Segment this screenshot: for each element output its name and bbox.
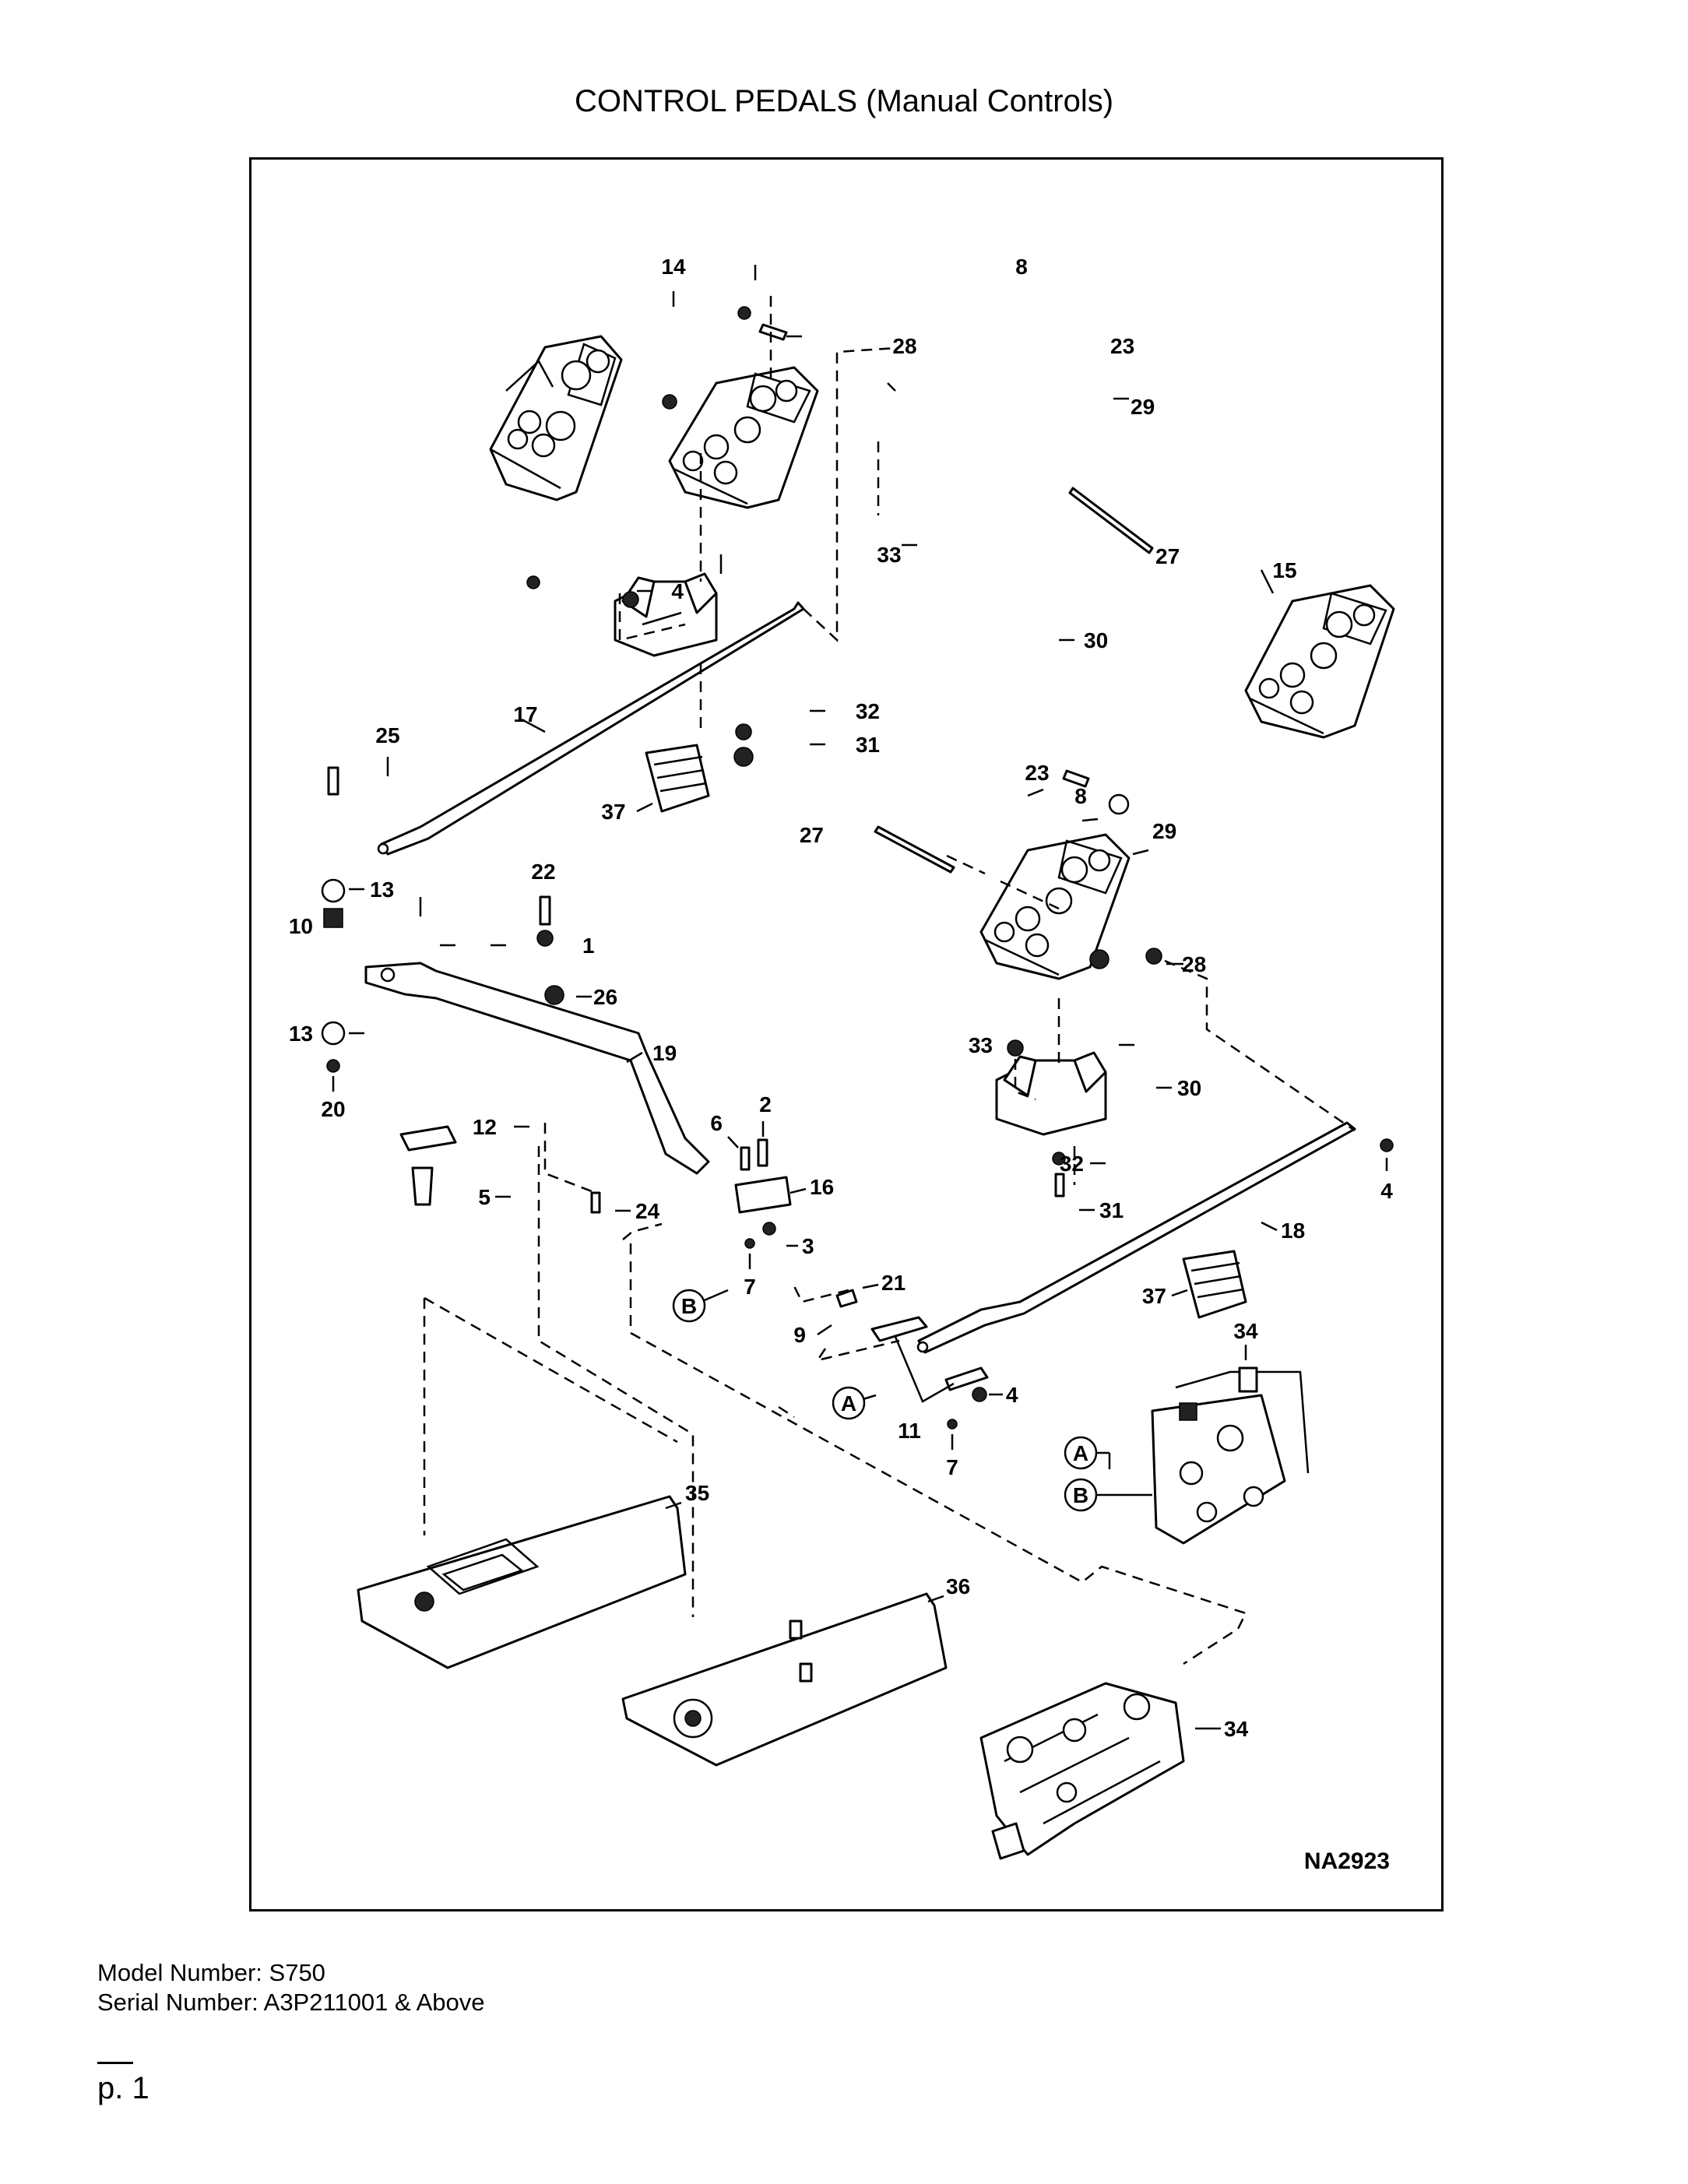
callout: 30 bbox=[1084, 628, 1108, 652]
bracket-30-lower bbox=[995, 1051, 1107, 1136]
connector-b: B bbox=[1073, 1483, 1088, 1507]
callout: 11 bbox=[898, 1419, 921, 1443]
callout: 22 bbox=[531, 860, 555, 884]
linkage-18 bbox=[916, 1121, 1356, 1354]
pedal-15 bbox=[1244, 584, 1395, 739]
callout: 29 bbox=[1152, 819, 1176, 843]
callout: 6 bbox=[710, 1111, 723, 1135]
callout: 23 bbox=[1110, 334, 1134, 358]
figure-id: NA2923 bbox=[1304, 1848, 1390, 1874]
page-number: p. 1 bbox=[97, 2071, 149, 2105]
hardware bbox=[321, 306, 1394, 1430]
callout: 37 bbox=[601, 800, 625, 824]
callout: 26 bbox=[593, 985, 617, 1009]
assembly-lines bbox=[423, 296, 1356, 1665]
page-title: CONTROL PEDALS (Manual Controls) bbox=[574, 84, 1114, 118]
callout: 27 bbox=[800, 823, 824, 847]
callout: 29 bbox=[1131, 395, 1155, 419]
callout: 20 bbox=[321, 1097, 345, 1121]
callout: 17 bbox=[513, 702, 537, 726]
callout: 5 bbox=[478, 1185, 491, 1209]
callout: 21 bbox=[881, 1271, 906, 1295]
bracket-30-upper bbox=[614, 572, 718, 657]
callout: 36 bbox=[946, 1574, 970, 1598]
linkage-19 bbox=[364, 962, 710, 1175]
parts-diagram: B A A B 14 8 23 28 29 27 33 4 30 15 25 1… bbox=[249, 157, 1444, 1911]
callout: 32 bbox=[856, 699, 880, 723]
callout: 27 bbox=[1155, 544, 1180, 568]
callout: 4 bbox=[1380, 1179, 1393, 1203]
callout: 25 bbox=[375, 723, 399, 747]
callout: 4 bbox=[671, 579, 684, 603]
valve-34-large bbox=[979, 1682, 1185, 1860]
callout: 30 bbox=[1177, 1076, 1201, 1100]
callout: 34 bbox=[1233, 1319, 1258, 1343]
callout: 33 bbox=[877, 543, 901, 567]
pedal-14 bbox=[489, 335, 623, 501]
callout: 13 bbox=[289, 1022, 313, 1046]
callout: 10 bbox=[289, 914, 313, 938]
callout: 3 bbox=[802, 1234, 814, 1258]
connector-a: A bbox=[841, 1391, 856, 1416]
callout: 8 bbox=[1015, 255, 1028, 279]
plate-36 bbox=[621, 1592, 948, 1767]
model-number: Model Number: S750 bbox=[97, 1959, 325, 1986]
callout: 14 bbox=[661, 255, 686, 279]
connector-b: B bbox=[681, 1294, 697, 1318]
diagram-frame: B A A B 14 8 23 28 29 27 33 4 30 15 25 1… bbox=[249, 157, 1444, 1911]
boot-37-upper bbox=[645, 744, 710, 813]
callout: 9 bbox=[793, 1323, 806, 1347]
callout: 28 bbox=[892, 334, 916, 358]
pedal-29-upper bbox=[662, 366, 819, 509]
callout: 8 bbox=[1074, 784, 1087, 808]
callout: 33 bbox=[969, 1033, 993, 1057]
page-rule bbox=[97, 2062, 133, 2064]
callout: 19 bbox=[652, 1041, 677, 1065]
callout: 18 bbox=[1281, 1219, 1305, 1243]
callout: 1 bbox=[582, 934, 595, 958]
linkage-17 bbox=[377, 601, 805, 856]
callout: 28 bbox=[1182, 952, 1206, 976]
frame-border bbox=[249, 157, 1444, 1911]
callout: 7 bbox=[946, 1455, 958, 1479]
rod-27-lower bbox=[874, 825, 955, 874]
callout: 31 bbox=[856, 733, 880, 757]
valve-34-small bbox=[1151, 1366, 1310, 1545]
linkage-11 bbox=[870, 1316, 989, 1403]
callout: 16 bbox=[810, 1175, 834, 1199]
callout: 37 bbox=[1142, 1284, 1166, 1308]
boot-37-lower bbox=[1182, 1250, 1247, 1319]
callout: 2 bbox=[759, 1092, 772, 1117]
callout: 31 bbox=[1099, 1198, 1124, 1222]
callout: 7 bbox=[744, 1275, 756, 1299]
callout: 23 bbox=[1025, 761, 1049, 785]
callout: 15 bbox=[1272, 558, 1296, 582]
callout: 12 bbox=[473, 1115, 497, 1139]
connectors bbox=[672, 1289, 1098, 1512]
callout: 4 bbox=[1006, 1383, 1018, 1407]
callout: 32 bbox=[1060, 1152, 1084, 1176]
callout: 24 bbox=[635, 1199, 660, 1223]
rod-27-upper bbox=[1068, 487, 1154, 554]
callout: 13 bbox=[370, 877, 394, 902]
connector-a: A bbox=[1073, 1441, 1088, 1465]
serial-number: Serial Number: A3P211001 & Above bbox=[97, 1989, 485, 2016]
callout: 34 bbox=[1224, 1717, 1249, 1741]
plate-35 bbox=[357, 1495, 687, 1669]
callout: 35 bbox=[685, 1481, 709, 1505]
